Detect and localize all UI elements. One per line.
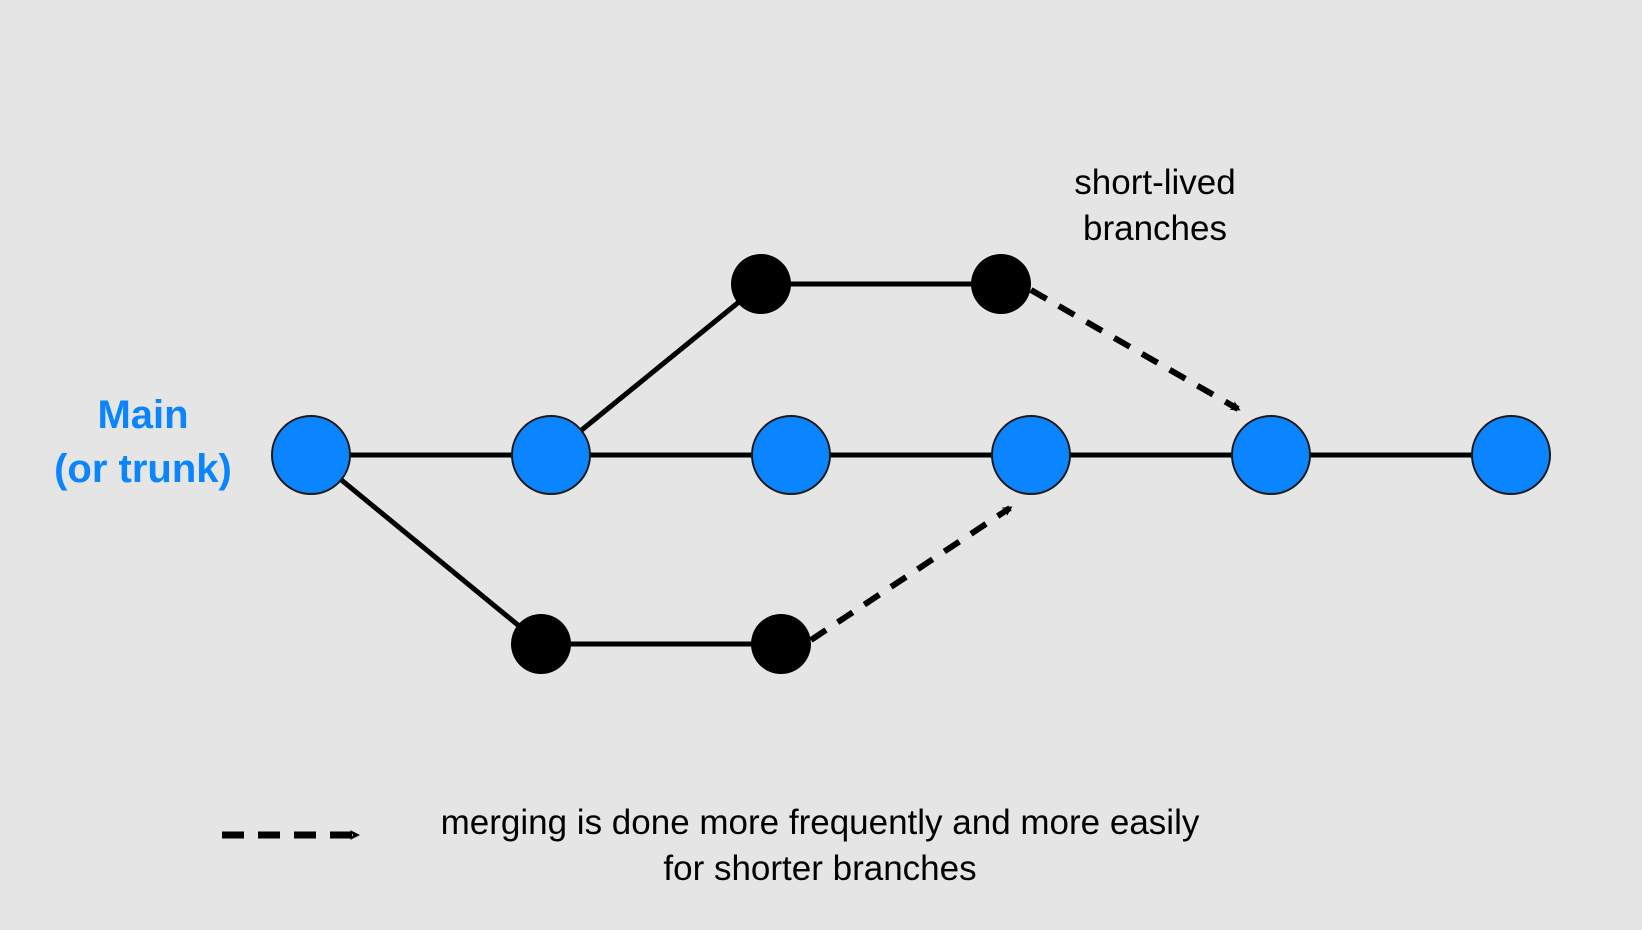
legend-line1: merging is done more frequently and more… [440,803,1200,842]
trunk-commit-node [991,415,1071,495]
lower-merge-arrow [809,505,1013,643]
short-lived-branches-label: short-lived branches [1030,160,1280,252]
branches-label-line2: branches [1083,209,1227,248]
lower-branch-fork-edge [309,453,543,646]
branch-commit-node [971,254,1031,314]
trunk-commit-node [1231,415,1311,495]
branch-commit-node [751,614,811,674]
branch-commit-node [731,254,791,314]
branches-label-line1: short-lived [1074,163,1236,202]
trunk-commit-node [751,415,831,495]
trunk-commit-node [271,415,351,495]
upper-branch-fork-edge [549,282,763,457]
trunk-commit-node [1471,415,1551,495]
main-trunk-label: Main (or trunk) [28,388,258,496]
trunk-commit-node [511,415,591,495]
branch-commit-node [511,614,571,674]
main-label-line2: (or trunk) [54,447,232,491]
legend-text: merging is done more frequently and more… [380,800,1260,892]
upper-merge-arrow [1029,287,1241,412]
legend-line2: for shorter branches [663,849,977,888]
main-label-line1: Main [97,393,189,437]
